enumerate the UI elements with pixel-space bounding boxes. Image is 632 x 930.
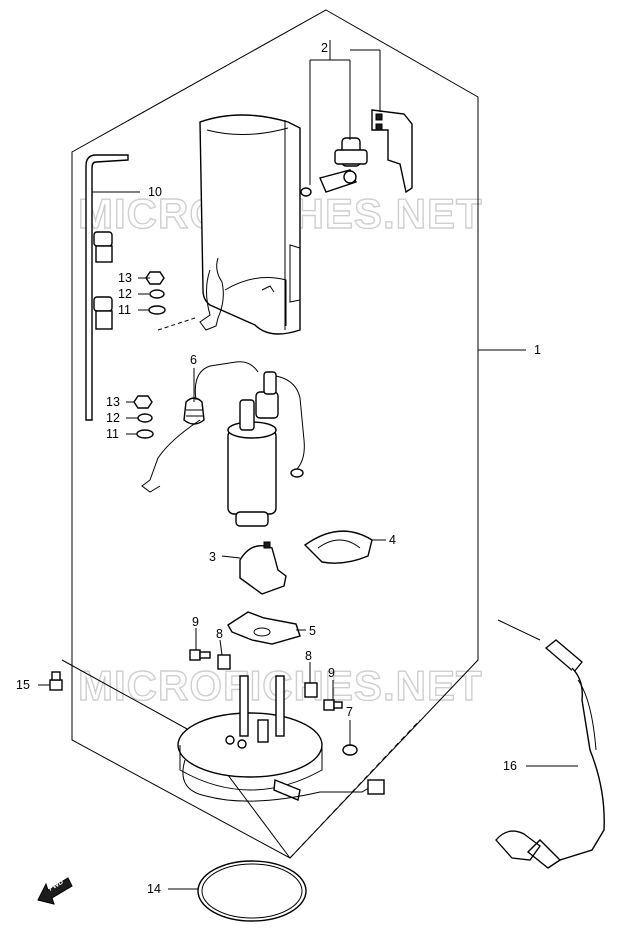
bolt-right [323, 699, 343, 711]
pump-wire [275, 375, 305, 471]
callout-1: 1 [534, 343, 541, 357]
callout-13-upper: 13 [118, 271, 132, 285]
callout-9-right: 9 [328, 666, 335, 680]
leader-line [61, 659, 199, 736]
callout-2: 2 [321, 41, 328, 55]
harness-wire [182, 759, 373, 802]
callout-13-lower: 13 [106, 395, 120, 409]
fuel-pump [227, 371, 279, 527]
callout-6: 6 [190, 353, 197, 367]
bolt-left [189, 649, 211, 661]
leader-line [221, 555, 241, 559]
clamp-right [304, 682, 318, 698]
callout-14: 14 [147, 882, 161, 896]
callout-4: 4 [389, 533, 396, 547]
callout-7: 7 [346, 705, 353, 719]
o-ring [300, 187, 312, 197]
nut-washer-set-lower [133, 395, 154, 439]
leader-line [289, 719, 421, 859]
leader-line [219, 639, 223, 656]
pump-wire [194, 361, 259, 401]
fuel-hose [495, 639, 605, 869]
watermark-lower: MICROFICHES.NET [78, 662, 483, 709]
callout-9-left: 9 [192, 615, 199, 629]
leader-line [157, 317, 196, 331]
clamp-left [217, 654, 231, 670]
callout-16: 16 [503, 759, 517, 773]
callout-11-lower: 11 [106, 427, 119, 441]
o-ring-large-inner [201, 863, 303, 919]
fuel-filter [303, 530, 373, 564]
pump-cushion-rubber [183, 397, 205, 425]
pump-cover-part [199, 114, 301, 335]
callout-3: 3 [209, 550, 216, 564]
harness-connector [367, 779, 385, 795]
callout-10: 10 [148, 185, 162, 199]
callout-8-right: 8 [305, 649, 312, 663]
callout-12-upper: 12 [118, 287, 132, 301]
ground-wire [199, 257, 224, 331]
callout-5: 5 [309, 624, 316, 638]
fwd-arrow-icon: FWD [37, 877, 73, 905]
pump-base-plate [177, 675, 323, 801]
regulator-bracket [371, 50, 413, 194]
leader-line [497, 619, 541, 641]
fuel-level-sensor [85, 154, 129, 421]
pump-wire [141, 419, 201, 493]
pump-bracket-plate [227, 611, 301, 645]
gasket-washer [342, 744, 358, 756]
callout-12-lower: 12 [106, 411, 120, 425]
mounting-bolt [49, 671, 63, 691]
pump-holder [239, 541, 287, 595]
wire-terminal [290, 468, 304, 478]
fuel-pressure-regulator [319, 108, 368, 193]
callout-15: 15 [16, 678, 30, 692]
nut-washer-set-upper [145, 271, 166, 315]
callout-11-upper: 11 [118, 303, 131, 317]
callout-8-left: 8 [216, 627, 223, 641]
o-ring-large [197, 860, 307, 922]
